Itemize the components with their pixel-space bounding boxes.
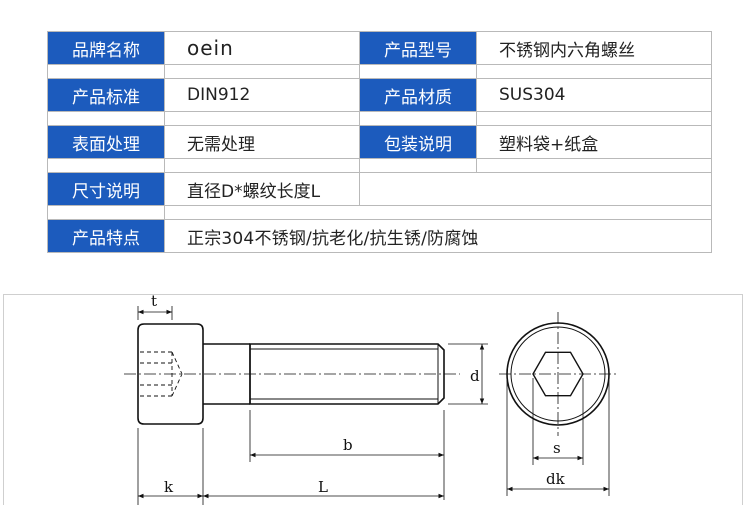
material-label: 产品材质 — [359, 78, 477, 112]
spec-row-surface: 表面处理 无需处理 包装说明 塑料袋+纸盒 — [47, 125, 712, 159]
hex-socket — [532, 351, 584, 397]
hex-socket-hidden-lines — [140, 351, 183, 397]
packing-value: 塑料袋+纸盒 — [476, 125, 712, 159]
dim-label-s: s — [553, 439, 561, 457]
technical-drawing-panel — [3, 294, 743, 505]
dim-label-t: t — [151, 292, 157, 310]
head-chamfer-circle — [510, 326, 606, 422]
spec-row-brand: 品牌名称 oein 产品型号 不锈钢内六角螺丝 — [47, 31, 712, 65]
spec-table: 品牌名称 oein 产品型号 不锈钢内六角螺丝 产品标准 DIN912 产品材质… — [47, 31, 712, 253]
feature-label: 产品特点 — [47, 219, 165, 253]
size-label: 尺寸说明 — [47, 172, 165, 206]
head-outer-circle — [506, 322, 610, 426]
brand-value: oein — [164, 31, 360, 65]
packing-label: 包装说明 — [359, 125, 477, 159]
brand-label: 品牌名称 — [47, 31, 165, 65]
spec-row-size: 尺寸说明 直径D*螺纹长度L — [47, 172, 712, 206]
size-value: 直径D*螺纹长度L — [164, 172, 360, 206]
dim-label-d: d — [470, 367, 480, 385]
surface-label: 表面处理 — [47, 125, 165, 159]
dim-label-dk: dk — [546, 470, 566, 488]
spec-row-feature: 产品特点 正宗304不锈钢/抗老化/抗生锈/防腐蚀 — [47, 219, 712, 253]
bolt-end-view — [499, 312, 618, 496]
spec-row-standard: 产品标准 DIN912 产品材质 SUS304 — [47, 78, 712, 112]
dim-label-b: b — [343, 436, 353, 454]
dim-label-k: k — [164, 478, 174, 496]
dim-label-L: L — [318, 478, 328, 496]
model-label: 产品型号 — [359, 31, 477, 65]
standard-value: DIN912 — [164, 78, 360, 112]
bolt-side-view — [124, 306, 488, 505]
bolt-head — [137, 323, 204, 425]
spacer-row — [47, 111, 712, 126]
feature-value: 正宗304不锈钢/抗老化/抗生锈/防腐蚀 — [164, 219, 712, 253]
